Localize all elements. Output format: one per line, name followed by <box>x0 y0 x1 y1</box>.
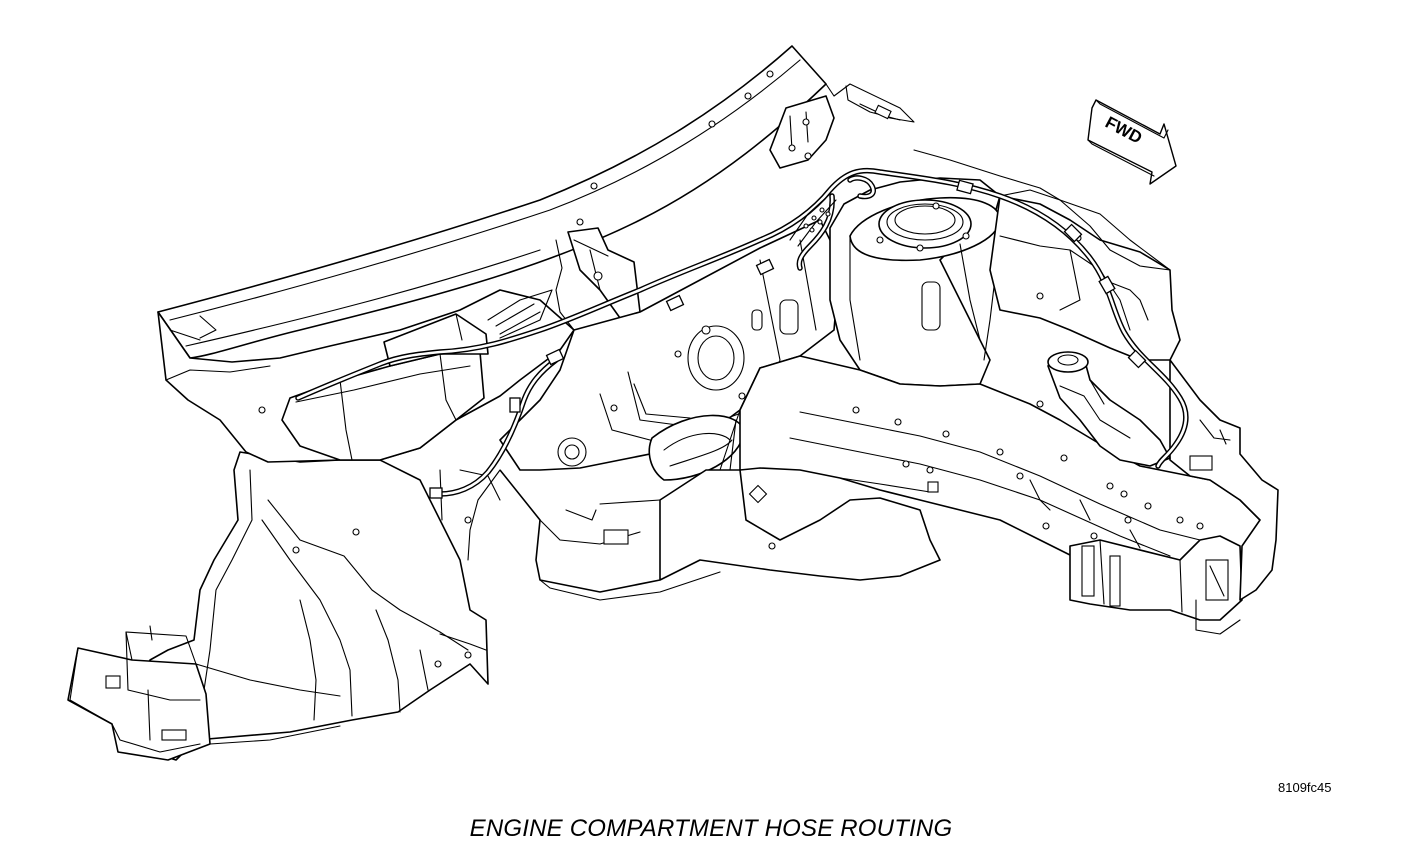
right-front-rail <box>739 149 1279 635</box>
hose-routing <box>295 167 1189 499</box>
figure-caption: ENGINE COMPARTMENT HOSE ROUTING <box>469 815 953 842</box>
coolant-reservoir <box>1036 351 1171 467</box>
right-strut-tower <box>829 177 1181 387</box>
left-fender-structure <box>67 451 489 761</box>
forward-arrow-icon: FWD <box>1087 99 1177 185</box>
dash-panel <box>439 219 941 601</box>
cowl-panel <box>157 45 915 463</box>
figure-code: 8109fc45 <box>1278 780 1332 795</box>
